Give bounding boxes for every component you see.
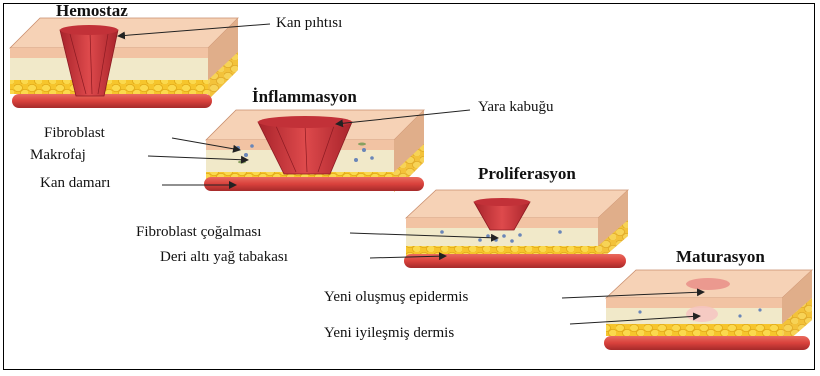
skin-block-hemostaz [10, 18, 238, 108]
skin-block-inflammasyon [204, 110, 424, 192]
label-fibroblast-cogalmasi: Fibroblast çoğalması [136, 225, 261, 240]
label-deri-alti-yag-tabakasi: Deri altı yağ tabakası [160, 250, 288, 265]
label-yeni-olusmus-epidermis: Yeni oluşmuş epidermis [324, 290, 468, 305]
stage-title-proliferasyon: Proliferasyon [478, 165, 576, 182]
label-makrofaj: Makrofaj [30, 148, 86, 163]
stage-title-hemostaz: Hemostaz [56, 2, 128, 19]
stage-title-inflammasyon: İnflammasyon [252, 88, 357, 105]
label-yara-kabugu: Yara kabuğu [478, 100, 554, 115]
label-kan-damari: Kan damarı [40, 176, 110, 191]
stage-title-maturasyon: Maturasyon [676, 248, 765, 265]
skin-block-maturasyon [604, 270, 812, 350]
label-fibroblast: Fibroblast [44, 126, 105, 141]
label-kan-pihtisi: Kan pıhtısı [276, 16, 342, 31]
label-yeni-iyilesmis-dermis: Yeni iyileşmiş dermis [324, 326, 454, 341]
